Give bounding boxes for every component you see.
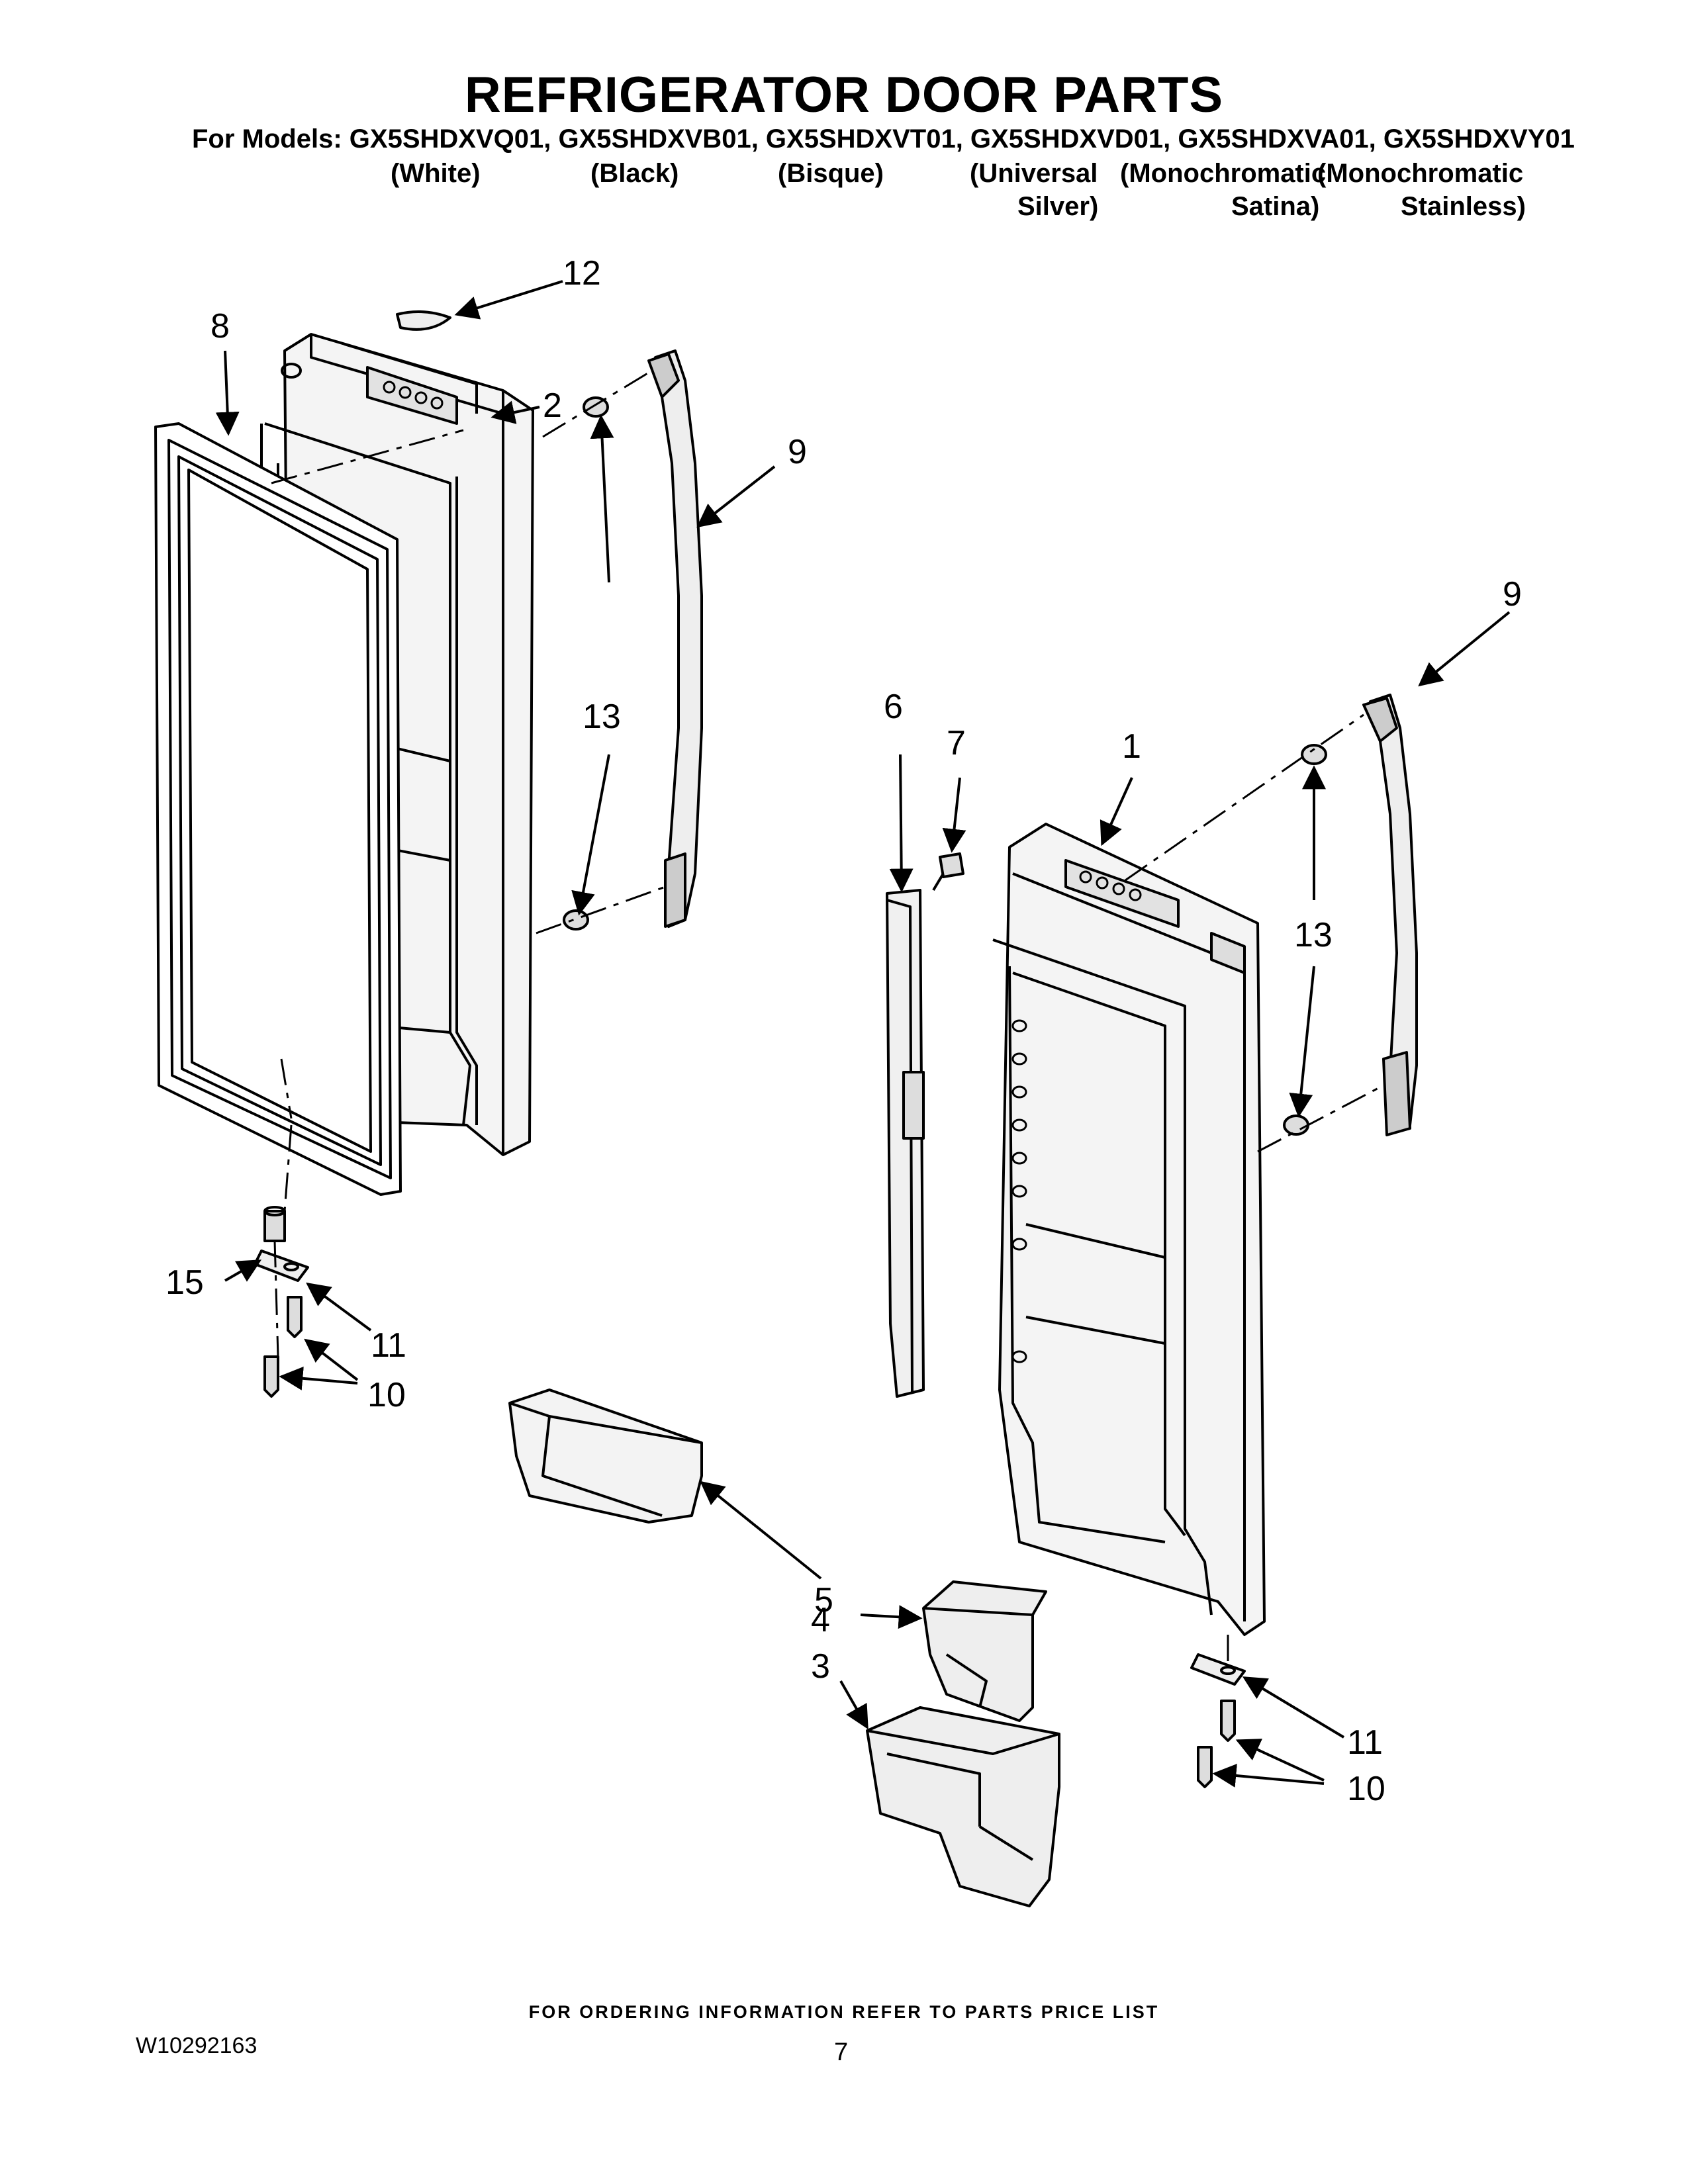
callout-6: 6 — [884, 688, 903, 726]
page-title: REFRIGERATOR DOOR PARTS — [464, 67, 1224, 123]
callout-9-left: 9 — [788, 433, 807, 471]
callout-10-left: 10 — [367, 1376, 406, 1414]
left-handle-standoffs — [563, 396, 609, 931]
callout-5: 5 — [814, 1581, 833, 1619]
variant-mono-satina-2: Satina) — [1231, 192, 1320, 221]
callout-7: 7 — [947, 724, 966, 762]
left-hinge-hardware — [254, 1206, 309, 1398]
variant-mono-stainless: (Monochromatic — [1317, 159, 1524, 188]
ordering-note: FOR ORDERING INFORMATION REFER TO PARTS … — [528, 2002, 1160, 2022]
right-handle-standoffs — [1283, 744, 1327, 1136]
variant-mono-stainless-2: Stainless) — [1401, 192, 1526, 221]
callout-arrows — [215, 280, 1511, 1788]
hinge-cap — [396, 310, 451, 331]
dispenser-housing — [866, 1706, 1060, 1907]
callout-13-left: 13 — [583, 698, 621, 736]
mullion-screw — [932, 852, 964, 891]
page-number: 7 — [834, 2038, 849, 2066]
variant-universal: (Universal — [970, 159, 1098, 188]
callout-11-right: 11 — [1347, 1723, 1383, 1762]
right-door-liner — [992, 823, 1266, 1636]
variant-black: (Black) — [590, 159, 679, 188]
callout-10-right: 10 — [1347, 1770, 1385, 1808]
callout-15: 15 — [165, 1263, 204, 1302]
document-number: W10292163 — [136, 2033, 258, 2058]
assembly-lines — [271, 369, 1384, 1668]
dispenser-bucket — [922, 1580, 1047, 1722]
left-door-handle — [647, 349, 703, 928]
variant-white: (White) — [391, 159, 481, 188]
center-mullion — [886, 889, 925, 1398]
callout-labels: 12 8 2 9 9 13 6 7 1 13 15 11 10 5 4 3 11… — [165, 254, 1522, 1808]
variant-mono-satina: (Monochromatic — [1120, 159, 1327, 188]
right-hinge-hardware — [1190, 1653, 1246, 1788]
callout-3: 3 — [811, 1647, 830, 1686]
callout-13-right: 13 — [1294, 916, 1333, 954]
callout-9-right: 9 — [1503, 575, 1522, 614]
callout-1: 1 — [1122, 727, 1141, 766]
door-bin — [508, 1388, 703, 1524]
callout-12: 12 — [563, 254, 601, 293]
left-door-gasket — [154, 422, 402, 1196]
models-line: For Models: GX5SHDXVQ01, GX5SHDXVB01, GX… — [192, 124, 1575, 154]
callout-8: 8 — [211, 307, 230, 345]
callout-4: 4 — [811, 1601, 830, 1639]
callout-2: 2 — [543, 387, 562, 425]
variant-universal-2: Silver) — [1017, 192, 1099, 221]
variant-bisque: (Bisque) — [778, 159, 884, 188]
right-door-handle — [1362, 694, 1418, 1136]
callout-11-left: 11 — [371, 1326, 406, 1365]
